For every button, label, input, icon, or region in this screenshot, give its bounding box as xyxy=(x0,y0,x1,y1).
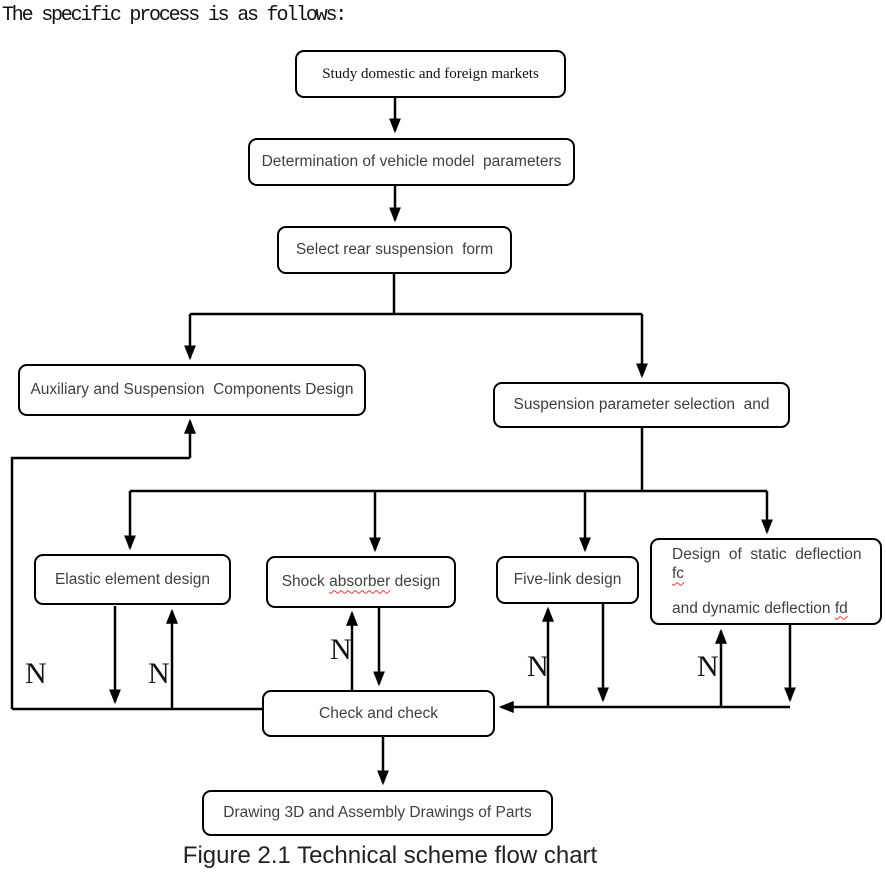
node-select-suspension-label: Select rear suspension form xyxy=(295,241,494,259)
node-suspension-parameter-label: Suspension parameter selection and xyxy=(513,396,770,414)
line-select-split xyxy=(190,273,642,316)
node-drawing-parts: Drawing 3D and Assembly Drawings of Part… xyxy=(202,790,553,836)
node-elastic-element: Elastic element design xyxy=(34,554,231,605)
feedback-label-n-auxiliary: N xyxy=(25,657,47,690)
line-suspension-distributor xyxy=(130,428,767,493)
node-study-markets: Study domestic and foreign markets xyxy=(295,50,566,98)
node-auxiliary-components: Auxiliary and Suspension Components Desi… xyxy=(18,364,366,416)
node-drawing-parts-label: Drawing 3D and Assembly Drawings of Part… xyxy=(223,804,532,822)
node-deflection-line2: and dynamic deflection fd xyxy=(672,599,848,617)
node-vehicle-parameters-label: Determination of vehicle model parameter… xyxy=(261,153,562,171)
intro-text: The specific process is as follows: xyxy=(2,4,347,27)
node-study-markets-label: Study domestic and foreign markets xyxy=(322,65,539,82)
figure-caption: Figure 2.1 Technical scheme flow chart xyxy=(182,842,598,869)
node-auxiliary-components-label: Auxiliary and Suspension Components Desi… xyxy=(30,381,354,399)
spellcheck-fd: fd xyxy=(834,599,848,617)
node-vehicle-parameters: Determination of vehicle model parameter… xyxy=(248,138,575,186)
node-suspension-parameter: Suspension parameter selection and xyxy=(493,382,790,428)
node-shock-absorber: Shock absorber design xyxy=(266,556,456,608)
node-five-link: Five-link design xyxy=(496,556,639,604)
node-select-suspension: Select rear suspension form xyxy=(277,226,512,274)
feedback-label-n-deflection: N xyxy=(697,650,719,683)
node-deflection-design: Design of static deflection fc and dynam… xyxy=(650,538,882,625)
feedback-label-n-shock: N xyxy=(330,633,352,666)
feedback-label-n-elastic: N xyxy=(148,657,170,690)
feedback-label-n-five-link: N xyxy=(527,650,549,683)
node-check-label: Check and check xyxy=(319,704,438,722)
spellcheck-fc: fc xyxy=(672,565,685,583)
node-check: Check and check xyxy=(262,690,495,737)
node-elastic-element-label: Elastic element design xyxy=(54,570,211,588)
node-shock-absorber-label: Shock absorber design xyxy=(281,573,441,591)
spellcheck-absorber: absorber xyxy=(329,573,391,591)
node-five-link-label: Five-link design xyxy=(513,571,622,589)
node-deflection-line1: Design of static deflection fc xyxy=(672,545,871,583)
line-feedback-left-loop xyxy=(10,456,190,709)
